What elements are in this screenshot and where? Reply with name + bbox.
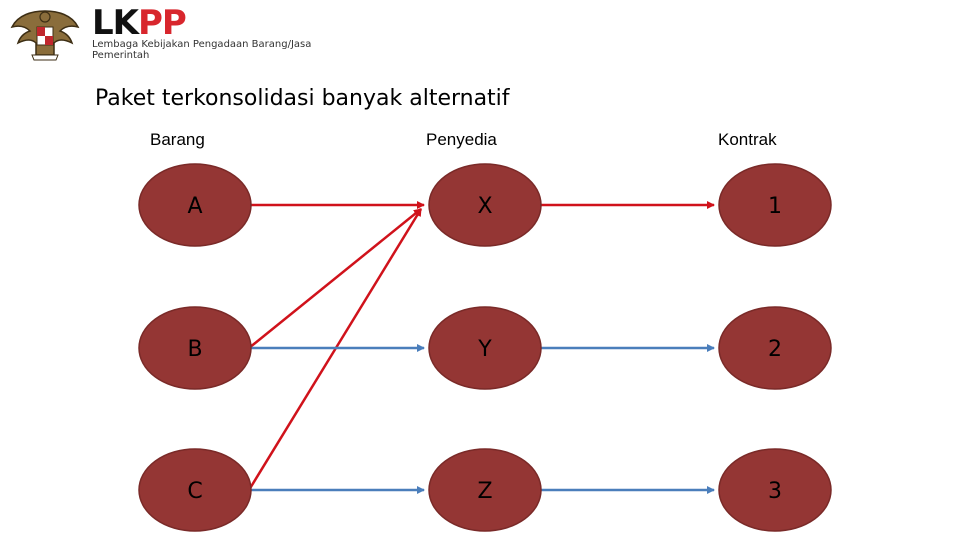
garuda-emblem-icon [10,10,80,61]
node-barang-a: A [138,163,252,247]
slide-title: Paket terkonsolidasi banyak alternatif [95,86,510,111]
node-penyedia-y: Y [428,306,542,390]
node-label: C [187,479,202,504]
node-label: 2 [768,337,782,362]
node-shape [138,163,252,247]
node-shape [138,448,252,532]
column-header-kontrak: Kontrak [718,130,777,149]
node-penyedia-z: Z [428,448,542,532]
node-shape [718,163,832,247]
brand-wordmark: LKPP [92,3,187,43]
node-label: X [477,194,492,219]
node-label: Z [477,479,492,504]
brand-tagline: Lembaga Kebijakan Pengadaan Barang/Jasa … [92,39,312,61]
brand-prefix: LK [92,3,139,43]
node-shape [718,306,832,390]
nodes-layer: 1 2 3 A B C X Y Z [138,163,832,532]
lkpp-logo: LKPP Lembaga Kebijakan Pengadaan Barang/… [10,3,311,63]
node-shape [428,448,542,532]
node-penyedia-x: X [428,163,542,247]
node-barang-b: B [138,306,252,390]
node-label: Y [477,337,492,362]
node-barang-c: C [138,448,252,532]
column-header-penyedia: Penyedia [426,130,497,149]
node-label: A [187,194,202,219]
node-label: B [187,337,202,362]
node-kontrak-1: 1 [718,163,832,247]
node-label: 3 [768,479,782,504]
node-shape [718,448,832,532]
brand-suffix: PP [138,3,187,43]
node-shape [428,163,542,247]
node-label: 1 [768,194,782,219]
column-header-barang: Barang [150,130,205,149]
edge-b-to-x [248,208,422,349]
edge-c-to-x [247,208,423,491]
edges-layer [247,201,715,494]
node-kontrak-2: 2 [718,306,832,390]
node-kontrak-3: 3 [718,448,832,532]
node-shape [428,306,542,390]
node-shape [138,306,252,390]
